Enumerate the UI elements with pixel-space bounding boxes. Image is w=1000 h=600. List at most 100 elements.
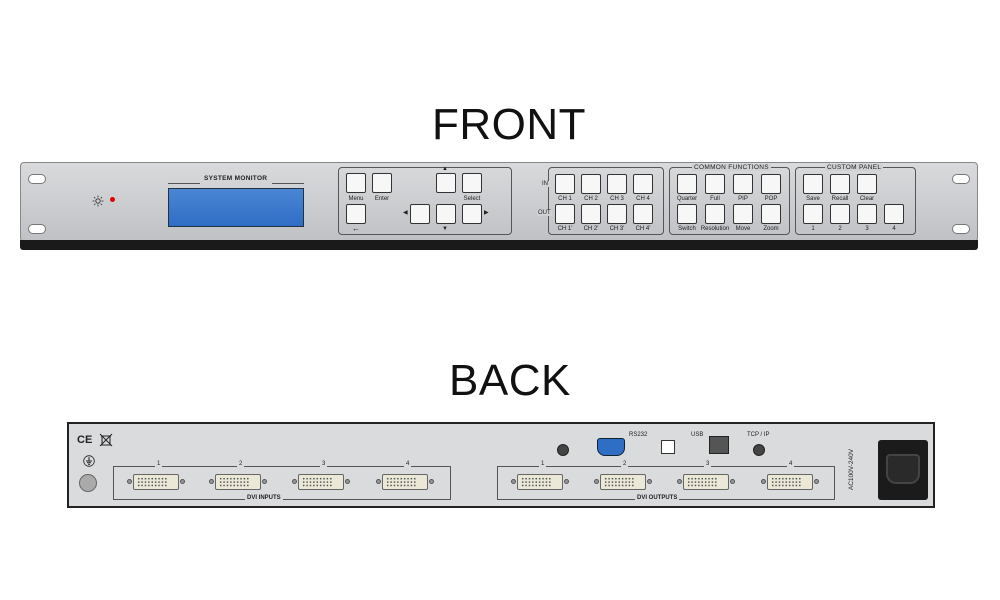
preset-3-button[interactable] xyxy=(857,204,877,224)
preset-1-label: 1 xyxy=(811,226,815,232)
preset-4-label: 4 xyxy=(892,226,896,232)
rs232-label: RS232 xyxy=(629,432,648,438)
rack-ear-hole-bottom-left xyxy=(28,224,46,234)
channel-group xyxy=(548,167,664,235)
rack-ear-hole-bottom-right xyxy=(952,224,970,234)
recall-button[interactable] xyxy=(830,174,850,194)
switch-button[interactable] xyxy=(677,204,697,224)
weee-bin-icon xyxy=(99,433,113,447)
quarter-label: Quarter xyxy=(676,196,698,202)
out-ch3-label: CH 3' xyxy=(609,226,625,232)
out-ch1-button[interactable] xyxy=(555,204,575,224)
dvi-outputs-title: DVI OUTPUTS xyxy=(635,495,680,501)
full-label: Full xyxy=(710,196,720,202)
tcpip-label: TCP / IP xyxy=(747,432,770,438)
lcd-title-rule-left xyxy=(168,183,200,184)
right-button[interactable] xyxy=(462,204,482,224)
dvi-in-4-label: 4 xyxy=(404,461,412,467)
rack-ear-hole-top-left xyxy=(28,174,46,184)
preset-2-button[interactable] xyxy=(830,204,850,224)
mount-screw-left xyxy=(557,444,569,456)
move-button[interactable] xyxy=(733,204,753,224)
out-ch3-button[interactable] xyxy=(607,204,627,224)
dvi-input-1-port[interactable] xyxy=(127,474,185,490)
dvi-in-3-label: 3 xyxy=(320,461,328,467)
left-button[interactable] xyxy=(410,204,430,224)
power-inlet[interactable] xyxy=(878,440,928,500)
lcd-display xyxy=(168,188,304,227)
pop-button[interactable] xyxy=(761,174,781,194)
preset-1-button[interactable] xyxy=(803,204,823,224)
out-ch2-button[interactable] xyxy=(581,204,601,224)
enter-label: Enter xyxy=(374,196,390,202)
dvi-output-1-port[interactable] xyxy=(511,474,569,490)
in-ch4-label: CH 4 xyxy=(636,196,650,202)
dvi-out-3-label: 3 xyxy=(704,461,712,467)
out-label: OUT xyxy=(537,210,552,216)
dvi-in-2-label: 2 xyxy=(237,461,245,467)
dvi-out-2-label: 2 xyxy=(621,461,629,467)
dvi-out-1-label: 1 xyxy=(539,461,547,467)
select-label: Select xyxy=(463,196,481,202)
pip-label: PIP xyxy=(738,196,748,202)
ce-mark: CE xyxy=(77,434,93,446)
sun-icon xyxy=(92,194,104,207)
arrow-right-icon: ▶ xyxy=(484,210,489,216)
arrow-left-icon: ◀ xyxy=(403,210,408,216)
back-heading: BACK xyxy=(449,356,571,405)
ethernet-port[interactable] xyxy=(709,436,729,454)
in-ch2-label: CH 2 xyxy=(584,196,598,202)
enter-button[interactable] xyxy=(372,173,392,193)
dvi-output-2-port[interactable] xyxy=(594,474,652,490)
lcd-title: SYSTEM MONITOR xyxy=(204,175,268,182)
in-ch2-button[interactable] xyxy=(581,174,601,194)
clear-button[interactable] xyxy=(857,174,877,194)
down-button[interactable] xyxy=(436,204,456,224)
in-ch1-button[interactable] xyxy=(555,174,575,194)
custom-panel-title: CUSTOM PANEL xyxy=(825,164,884,171)
usb-port[interactable] xyxy=(661,440,675,454)
back-button[interactable] xyxy=(346,204,366,224)
rack-ear-hole-top-right xyxy=(952,174,970,184)
arrow-up-icon: ▲ xyxy=(442,166,448,172)
in-label: IN xyxy=(541,181,549,187)
front-heading: FRONT xyxy=(432,100,587,149)
front-panel-base xyxy=(20,240,978,250)
back-panel: CE 1 2 3 4 DVI INPUTS RS232 USB TCP / IP… xyxy=(67,422,935,508)
switch-label: Switch xyxy=(678,226,696,232)
quarter-button[interactable] xyxy=(677,174,697,194)
back-arrow-icon: ← xyxy=(352,224,360,233)
zoom-button[interactable] xyxy=(761,204,781,224)
dvi-output-3-port[interactable] xyxy=(677,474,735,490)
save-button[interactable] xyxy=(803,174,823,194)
dvi-input-2-port[interactable] xyxy=(209,474,267,490)
out-ch4-button[interactable] xyxy=(633,204,653,224)
menu-button[interactable] xyxy=(346,173,366,193)
in-ch3-button[interactable] xyxy=(607,174,627,194)
clear-label: Clear xyxy=(859,196,875,202)
resolution-button[interactable] xyxy=(705,204,725,224)
dvi-inputs-title: DVI INPUTS xyxy=(245,495,283,501)
dvi-in-1-label: 1 xyxy=(155,461,163,467)
select-button[interactable] xyxy=(462,173,482,193)
lcd-title-rule-right xyxy=(272,183,304,184)
pop-label: POP xyxy=(764,196,778,202)
resolution-label: Resolution xyxy=(700,226,730,232)
power-rating-label: AC100V-240V xyxy=(848,448,856,491)
full-button[interactable] xyxy=(705,174,725,194)
menu-label: Menu xyxy=(348,196,364,202)
out-ch1-label: CH 1' xyxy=(557,226,573,232)
dvi-output-4-port[interactable] xyxy=(761,474,819,490)
pip-button[interactable] xyxy=(733,174,753,194)
dvi-out-4-label: 4 xyxy=(787,461,795,467)
arrow-down-icon: ▼ xyxy=(442,226,448,232)
rs232-port[interactable] xyxy=(597,438,625,456)
dvi-input-3-port[interactable] xyxy=(292,474,350,490)
in-ch4-button[interactable] xyxy=(633,174,653,194)
in-ch1-label: CH 1 xyxy=(558,196,572,202)
dvi-input-4-port[interactable] xyxy=(376,474,434,490)
usb-label: USB xyxy=(691,432,704,438)
preset-4-button[interactable] xyxy=(884,204,904,224)
navigation-group xyxy=(338,167,512,235)
up-button[interactable] xyxy=(436,173,456,193)
